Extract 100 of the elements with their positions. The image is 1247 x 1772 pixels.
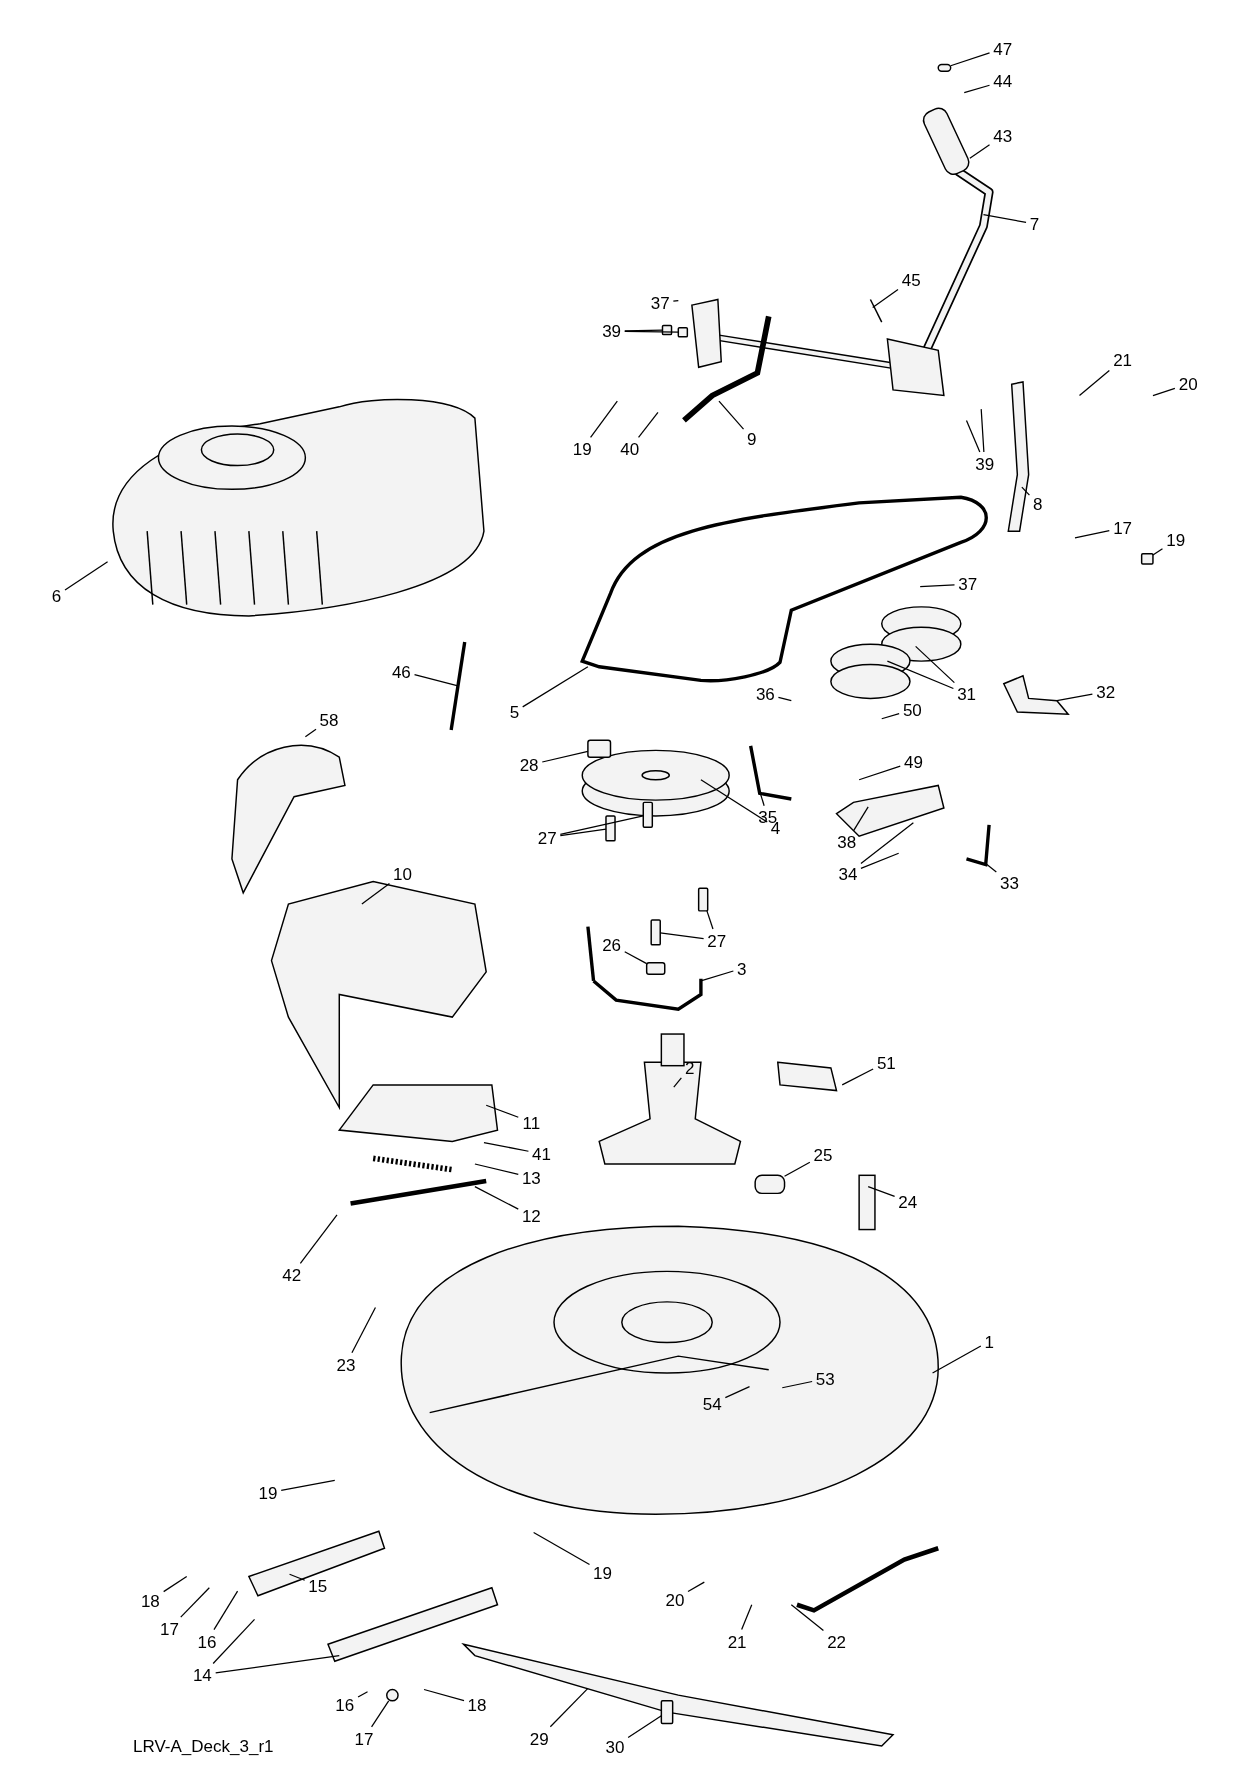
leader-line xyxy=(858,765,901,781)
leader-line xyxy=(790,1604,825,1632)
leader-line xyxy=(474,1163,519,1176)
callout-number: 46 xyxy=(391,663,411,681)
leader-line xyxy=(288,1573,306,1581)
leader-line xyxy=(881,712,900,720)
leader-line xyxy=(718,400,745,430)
leader-line xyxy=(872,288,899,308)
callout-number: 27 xyxy=(537,829,557,847)
leader-line xyxy=(624,951,648,965)
callout-number: 29 xyxy=(529,1730,549,1748)
callout-number: 14 xyxy=(192,1666,212,1684)
callout-number: 51 xyxy=(876,1054,896,1072)
leader-line xyxy=(841,1068,874,1086)
leader-line xyxy=(304,728,317,738)
bolt xyxy=(650,919,661,946)
leader-line xyxy=(919,584,956,588)
leader-line xyxy=(980,408,985,453)
leader-line xyxy=(1056,693,1093,702)
callout-number: 17 xyxy=(354,1730,374,1748)
callout-number: 31 xyxy=(957,685,977,703)
leader-line xyxy=(522,666,589,708)
callout-number: 43 xyxy=(993,127,1013,145)
leader-line xyxy=(759,790,765,807)
callout-number: 19 xyxy=(1166,531,1186,549)
leader-line xyxy=(886,660,954,690)
leader-line xyxy=(853,806,869,832)
callout-number: 5 xyxy=(509,703,520,721)
leader-line xyxy=(559,815,644,836)
leader-line xyxy=(413,674,459,687)
nut xyxy=(1140,553,1154,565)
leader-line xyxy=(915,645,955,684)
callout-number: 28 xyxy=(519,756,539,774)
leader-line xyxy=(280,1479,336,1492)
leader-line xyxy=(64,561,109,591)
leader-line xyxy=(483,1141,530,1152)
callout-number: 42 xyxy=(282,1266,302,1284)
leader-line xyxy=(659,932,705,940)
leader-line xyxy=(627,1715,662,1739)
leader-line xyxy=(215,1655,340,1674)
callout-number: 21 xyxy=(1113,351,1133,368)
leader-line xyxy=(931,1345,982,1374)
callout-number: 25 xyxy=(813,1146,833,1164)
callout-number: 21 xyxy=(727,1633,747,1651)
nut xyxy=(587,739,612,758)
callout-number: 45 xyxy=(901,271,921,289)
callout-number: 17 xyxy=(1113,519,1133,537)
callout-number: 33 xyxy=(1000,874,1020,892)
callout-number: 20 xyxy=(1178,375,1198,393)
leader-line xyxy=(1074,529,1110,539)
leader-line xyxy=(700,779,768,823)
leader-line xyxy=(1021,486,1031,496)
leader-line xyxy=(963,84,991,94)
callout-number: 49 xyxy=(904,753,923,771)
leader-line xyxy=(559,828,607,837)
leader-line xyxy=(1152,387,1176,397)
leader-line xyxy=(624,329,664,332)
callout-number: 38 xyxy=(837,833,857,851)
leader-line xyxy=(982,214,1027,223)
leader-line xyxy=(673,1077,682,1088)
callout-number: 23 xyxy=(336,1356,356,1374)
callout-number: 9 xyxy=(747,430,757,448)
leader-line xyxy=(741,1604,753,1631)
callout-number: 16 xyxy=(197,1633,217,1651)
nut xyxy=(677,327,689,338)
callout-number: 20 xyxy=(665,1591,685,1609)
callout-number: 39 xyxy=(602,322,622,340)
callout-number: 27 xyxy=(707,932,727,950)
leader-line xyxy=(637,411,659,438)
bolt xyxy=(660,1700,674,1725)
leader-line xyxy=(474,1186,519,1210)
leader-line xyxy=(589,400,618,438)
callout-number: 37 xyxy=(650,294,670,312)
callout-number: 10 xyxy=(393,865,412,883)
callout-number: 54 xyxy=(702,1395,722,1413)
callout-number: 3 xyxy=(736,960,747,978)
callout-number: 22 xyxy=(827,1633,847,1651)
callout-number: 7 xyxy=(1029,215,1040,233)
leader-line xyxy=(950,52,991,67)
leader-line xyxy=(624,330,679,333)
leader-line xyxy=(867,1186,896,1198)
callout-number: 37 xyxy=(958,576,978,593)
callout-number: 32 xyxy=(1096,683,1116,701)
bolt xyxy=(642,801,654,828)
leader-line xyxy=(549,1687,589,1728)
leader-line xyxy=(361,882,391,905)
callout-number: 34 xyxy=(838,865,858,883)
leader-line xyxy=(357,1691,369,1698)
leader-line xyxy=(212,1618,256,1665)
callout-number: 13 xyxy=(521,1169,541,1187)
callout-number: 16 xyxy=(335,1696,355,1714)
callout-number: 26 xyxy=(602,936,622,954)
leader-line xyxy=(533,1531,591,1566)
leader-line xyxy=(781,1380,813,1389)
callout-number: 18 xyxy=(140,1592,160,1610)
pin xyxy=(937,63,952,72)
nut xyxy=(661,324,673,336)
callout-number: 19 xyxy=(593,1564,613,1582)
leader-line xyxy=(672,300,679,302)
leader-line xyxy=(1078,369,1110,397)
